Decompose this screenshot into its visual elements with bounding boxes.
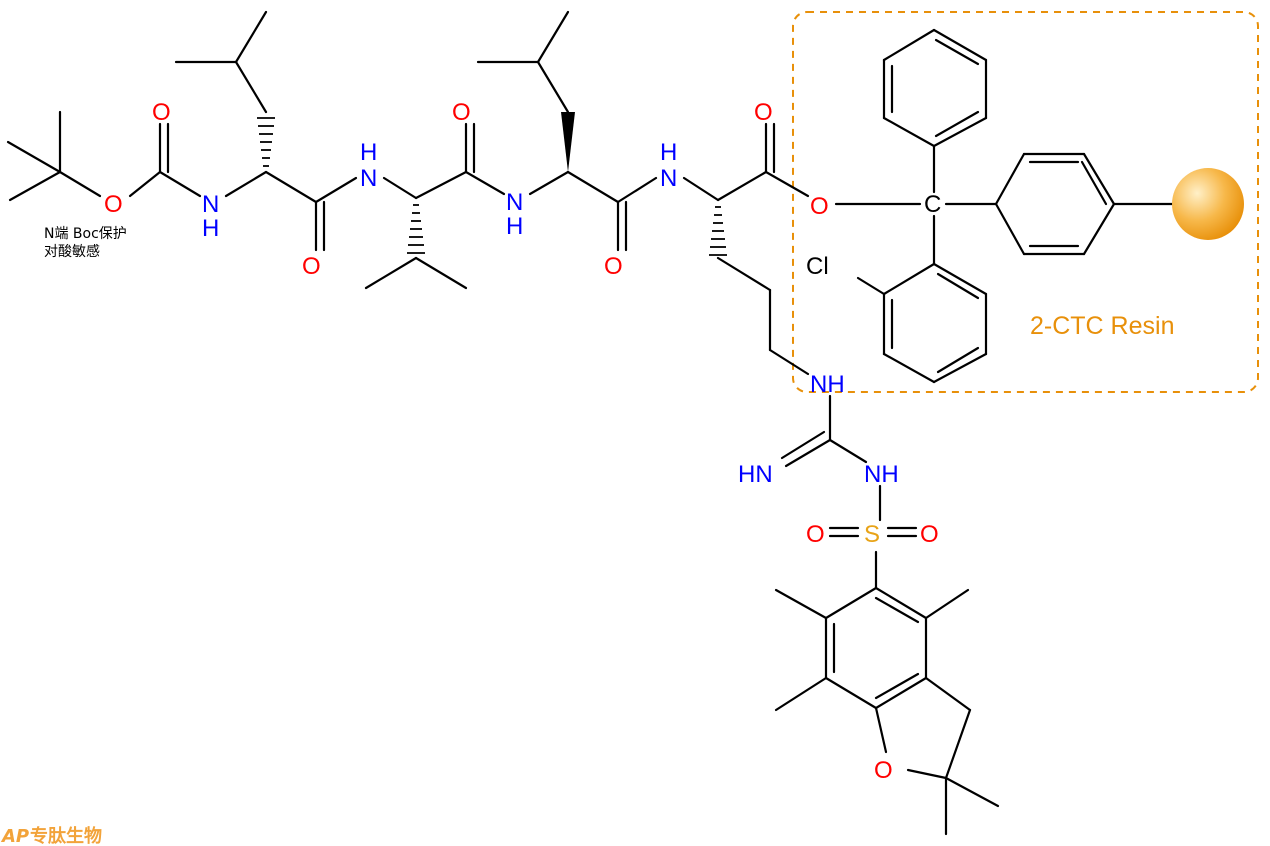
atom-o-boc-ester: O: [104, 191, 123, 218]
atom-n-amide-1: N: [202, 191, 219, 218]
company-logo: AP 专肽生物: [0, 825, 102, 846]
atom-o-ester-link: O: [810, 193, 829, 220]
atom-labels: O O N H O H N O N H O H N O O C Cl NH HN…: [104, 99, 941, 784]
bonds: [6, 10, 1178, 836]
atom-cl: Cl: [806, 253, 829, 280]
atom-n-amide-2: N: [360, 165, 377, 192]
atom-o-arg-carbonyl: O: [754, 99, 773, 126]
stereo-bonds: [257, 117, 727, 256]
atom-nh-guanidine-2: NH: [864, 461, 899, 488]
atom-o-sulfonyl-left: O: [806, 521, 825, 548]
atom-o-boc-carbonyl: O: [152, 99, 171, 126]
atom-c-trityl: C: [924, 191, 941, 218]
atom-nh-guanidine-1: NH: [810, 371, 845, 398]
atom-o-leu1-carbonyl: O: [302, 253, 321, 280]
atom-o-furan: O: [874, 757, 893, 784]
atom-h-amide-2: H: [360, 139, 377, 166]
atom-h-amide-1: H: [202, 215, 219, 242]
atom-h-amide-4: H: [660, 139, 677, 166]
resin-label: 2-CTC Resin: [1030, 312, 1174, 340]
atom-o-val-carbonyl: O: [452, 99, 471, 126]
logo-text: 专肽生物: [30, 825, 102, 846]
atom-o-sulfonyl-right: O: [920, 521, 939, 548]
resin-bead: [1172, 168, 1244, 240]
boc-note-line1: N端 Boc保护: [44, 226, 127, 242]
logo-mark: AP: [0, 826, 29, 846]
atom-o-leu2-carbonyl: O: [604, 253, 623, 280]
atom-n-amide-4: N: [660, 165, 677, 192]
wedge-bond-leu2: [561, 112, 575, 172]
boc-note-line2: 对酸敏感: [44, 243, 100, 260]
atom-s-sulfonyl: S: [864, 521, 880, 548]
atom-h-amide-3: H: [506, 213, 523, 240]
atom-hn-guanidine-imine: HN: [738, 461, 773, 488]
atom-n-amide-3: N: [506, 189, 523, 216]
